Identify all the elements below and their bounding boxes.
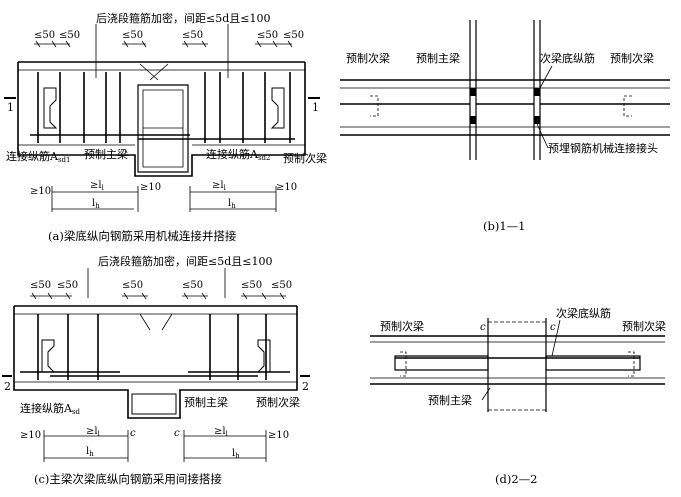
dim-ge10: ≥10 <box>30 186 51 197</box>
secondary-beam-label-left: 预制次梁 <box>346 51 390 65</box>
section-mark-1-right: 1 <box>312 101 319 114</box>
coupler-block <box>470 88 476 96</box>
connect-bar-label-right: 连接纵筋Asd2 <box>206 147 270 162</box>
secondary-bottom-bar-label: 次梁底纵筋 <box>556 306 611 320</box>
coupler-block <box>470 116 476 124</box>
panel-a: 后浇段箍筋加密，间距≤5d且≤100 ≤50 ≤50 ≤50 ≤50 ≤50 ≤… <box>4 11 327 243</box>
panel-b: 预制次梁 预制主梁 次梁底纵筋 预制次梁 预埋钢筋机械连接接头 (b)1—1 <box>340 20 670 233</box>
dim-c: c <box>550 322 556 333</box>
connect-bar-label: 连接纵筋Asd <box>20 401 81 416</box>
spacing-label: ≤50 <box>34 30 55 41</box>
dim-ll: ≥ll <box>86 426 101 438</box>
panel-c: 后浇段箍筋加密，间距≤5d且≤100 ≤50 ≤50 ≤50 ≤50 ≤50 ≤… <box>2 254 310 486</box>
dim-ll: ≥ll <box>212 180 227 192</box>
dim-ge10: ≥10 <box>20 430 41 441</box>
section-mark-1-left: 1 <box>7 101 14 114</box>
dim-c: c <box>480 322 486 333</box>
secondary-beam-label: 预制次梁 <box>283 151 327 165</box>
spacing-label: ≤50 <box>122 30 143 41</box>
panel-b-caption: (b)1—1 <box>483 219 525 233</box>
main-beam-label: 预制主梁 <box>84 147 128 161</box>
secondary-beam-label-left: 预制次梁 <box>380 319 424 333</box>
dim-ge10: ≥10 <box>140 182 161 193</box>
section-mark-2-right: 2 <box>302 380 309 393</box>
dim-ge10: ≥10 <box>276 182 297 193</box>
spacing-label: ≤50 <box>271 280 292 291</box>
secondary-beam-label-right: 预制次梁 <box>610 51 654 65</box>
dim-ge10: ≥10 <box>268 430 289 441</box>
main-beam-label: 预制主梁 <box>428 393 472 407</box>
dim-lh: lh <box>228 198 236 210</box>
main-beam-label: 预制主梁 <box>416 51 460 65</box>
dim-ll: ≥ll <box>214 426 229 438</box>
panel-d: 预制次梁 c c 次梁底纵筋 预制次梁 预制主梁 (d)2—2 <box>370 306 666 486</box>
panel-a-caption: (a)梁底纵向钢筋采用机械连接并搭接 <box>48 229 237 243</box>
connect-bar-label-left: 连接纵筋Asd1 <box>6 149 70 164</box>
section-mark-2-left: 2 <box>4 380 11 393</box>
dim-c: c <box>130 428 136 439</box>
coupler-block <box>534 116 540 124</box>
secondary-bottom-bar-label: 次梁底纵筋 <box>540 51 595 65</box>
dim-lh: lh <box>232 448 240 460</box>
dim-lh: lh <box>92 198 100 210</box>
spacing-label: ≤50 <box>182 280 203 291</box>
dim-c: c <box>174 428 180 439</box>
coupler-block <box>534 88 540 96</box>
panel-c-caption: (c)主梁次梁底纵向钢筋采用间接搭接 <box>34 472 222 486</box>
spacing-label: ≤50 <box>30 280 51 291</box>
spacing-label: ≤50 <box>283 30 304 41</box>
spacing-label: ≤50 <box>57 280 78 291</box>
spacing-label: ≤50 <box>241 280 262 291</box>
dim-lh: lh <box>86 446 94 458</box>
spacing-label: ≤50 <box>257 30 278 41</box>
secondary-beam-label: 预制次梁 <box>256 395 300 409</box>
secondary-beam-label-right: 预制次梁 <box>622 319 666 333</box>
spacing-label: ≤50 <box>182 30 203 41</box>
panel-a-note: 后浇段箍筋加密，间距≤5d且≤100 <box>96 11 270 25</box>
spacing-label: ≤50 <box>59 30 80 41</box>
spacing-label: ≤50 <box>122 280 143 291</box>
coupler-label: 预埋钢筋机械连接接头 <box>548 141 658 155</box>
panel-c-note: 后浇段箍筋加密，间距≤5d且≤100 <box>98 254 272 268</box>
panel-d-caption: (d)2—2 <box>495 472 537 486</box>
dim-ll: ≥ll <box>90 180 105 192</box>
main-beam-label: 预制主梁 <box>184 395 228 409</box>
